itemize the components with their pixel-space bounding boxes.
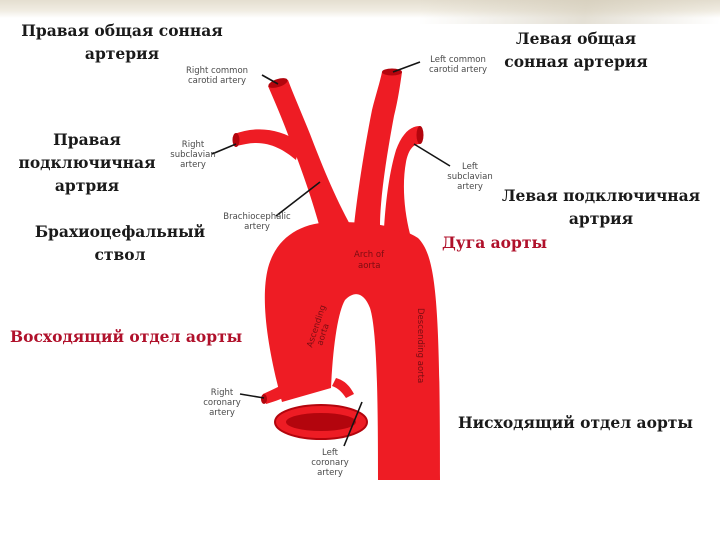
- left-subclavian-vessel: [384, 126, 420, 234]
- label-ru-right-common-carotid: Правая общая сонная артерия: [10, 19, 234, 65]
- left-carotid-vessel: [354, 72, 402, 226]
- label-en-line: Left: [322, 448, 338, 458]
- label-en-left-common-carotid: Left common carotid artery: [418, 55, 498, 75]
- label-ru-line: подключичная: [18, 153, 156, 172]
- aorta-body: [264, 222, 440, 480]
- label-en-arch-2: aorta: [358, 261, 380, 271]
- leader-left-coronary: [343, 401, 363, 447]
- label-en-line: Right common: [185, 66, 249, 76]
- label-en-line: coronary: [203, 398, 241, 408]
- label-en-left-subclavian: Left subclavian artery: [446, 162, 494, 192]
- top-decor-streak: [420, 0, 720, 24]
- left-coronary-vessel: [332, 378, 354, 398]
- label-ru-left-common-carotid: Левая общая сонная артерия: [486, 27, 666, 73]
- label-ru-arch: Дуга аорты: [442, 233, 548, 252]
- label-en-right-subclavian: Right subclavian artery: [168, 140, 218, 170]
- right-subclavian-opening: [232, 133, 240, 147]
- leader-right-coronary: [239, 393, 265, 399]
- label-en-arch-1: Arch of: [354, 250, 385, 260]
- label-ru-line: артрия: [54, 176, 120, 195]
- label-ru-line: сонная артерия: [504, 52, 648, 71]
- label-en-line: Right: [210, 388, 234, 398]
- label-ru-left-subclavian: Левая подключичная артрия: [490, 184, 712, 230]
- brachiocephalic-vessel: [268, 80, 352, 228]
- label-ru-ascending: Восходящий отдел аорты: [10, 327, 243, 346]
- label-ru-line: Правая: [53, 130, 121, 149]
- label-en-line: artery: [244, 222, 270, 232]
- label-en-line: artery: [457, 182, 483, 192]
- label-ru-brachiocephalic: Брахиоцефальный ствол: [20, 220, 220, 266]
- label-en-line: artery: [180, 160, 206, 170]
- label-ru-line: Левая подключичная: [501, 186, 701, 205]
- label-en-line: Left common: [430, 55, 486, 65]
- label-en-line: subclavian: [447, 172, 493, 182]
- right-coronary-vessel: [263, 382, 292, 404]
- leader-right-carotid: [261, 74, 279, 85]
- label-en-line: Brachiocephalic: [223, 212, 291, 222]
- label-en-descending: Descending aorta: [415, 308, 425, 383]
- label-en-line: carotid artery: [429, 65, 487, 75]
- aorta-shape: [232, 68, 440, 480]
- label-en-right-common-carotid: Right common carotid artery: [170, 66, 264, 86]
- left-subclavian-opening: [416, 126, 424, 144]
- label-ru-line: артерия: [84, 44, 160, 63]
- label-en-left-coronary: Left coronary artery: [304, 448, 356, 478]
- leader-brachiocephalic: [275, 181, 321, 217]
- leader-left-carotid: [392, 61, 421, 73]
- label-ru-descending: Нисходящий отдел аорты: [458, 413, 693, 432]
- label-en-line: subclavian: [170, 150, 216, 160]
- right-coronary-opening: [261, 394, 267, 404]
- label-en-line: carotid artery: [188, 76, 246, 86]
- label-en-line: Right: [181, 140, 205, 150]
- leader-right-subclavian: [211, 143, 237, 155]
- label-ru-line: артрия: [568, 209, 634, 228]
- label-en-brachiocephalic: Brachiocephalic artery: [210, 212, 304, 232]
- label-ru-right-subclavian: Правая подключичная артрия: [8, 128, 166, 197]
- label-en-line: artery: [317, 468, 343, 478]
- label-ru-line: Брахиоцефальный: [34, 222, 206, 241]
- right-carotid-opening: [268, 78, 288, 88]
- leader-left-subclavian: [413, 143, 451, 167]
- label-en-line: artery: [209, 408, 235, 418]
- aortic-root-opening: [286, 413, 356, 431]
- right-subclavian-vessel: [234, 129, 300, 160]
- label-en-line: coronary: [311, 458, 349, 468]
- leader-lines: [211, 61, 451, 447]
- label-ru-line: Левая общая: [515, 29, 637, 48]
- label-ru-line: ствол: [94, 245, 146, 264]
- label-ru-line: Правая общая сонная: [21, 21, 223, 40]
- label-en-right-coronary: Right coronary artery: [196, 388, 248, 418]
- label-en-line: Left: [462, 162, 478, 172]
